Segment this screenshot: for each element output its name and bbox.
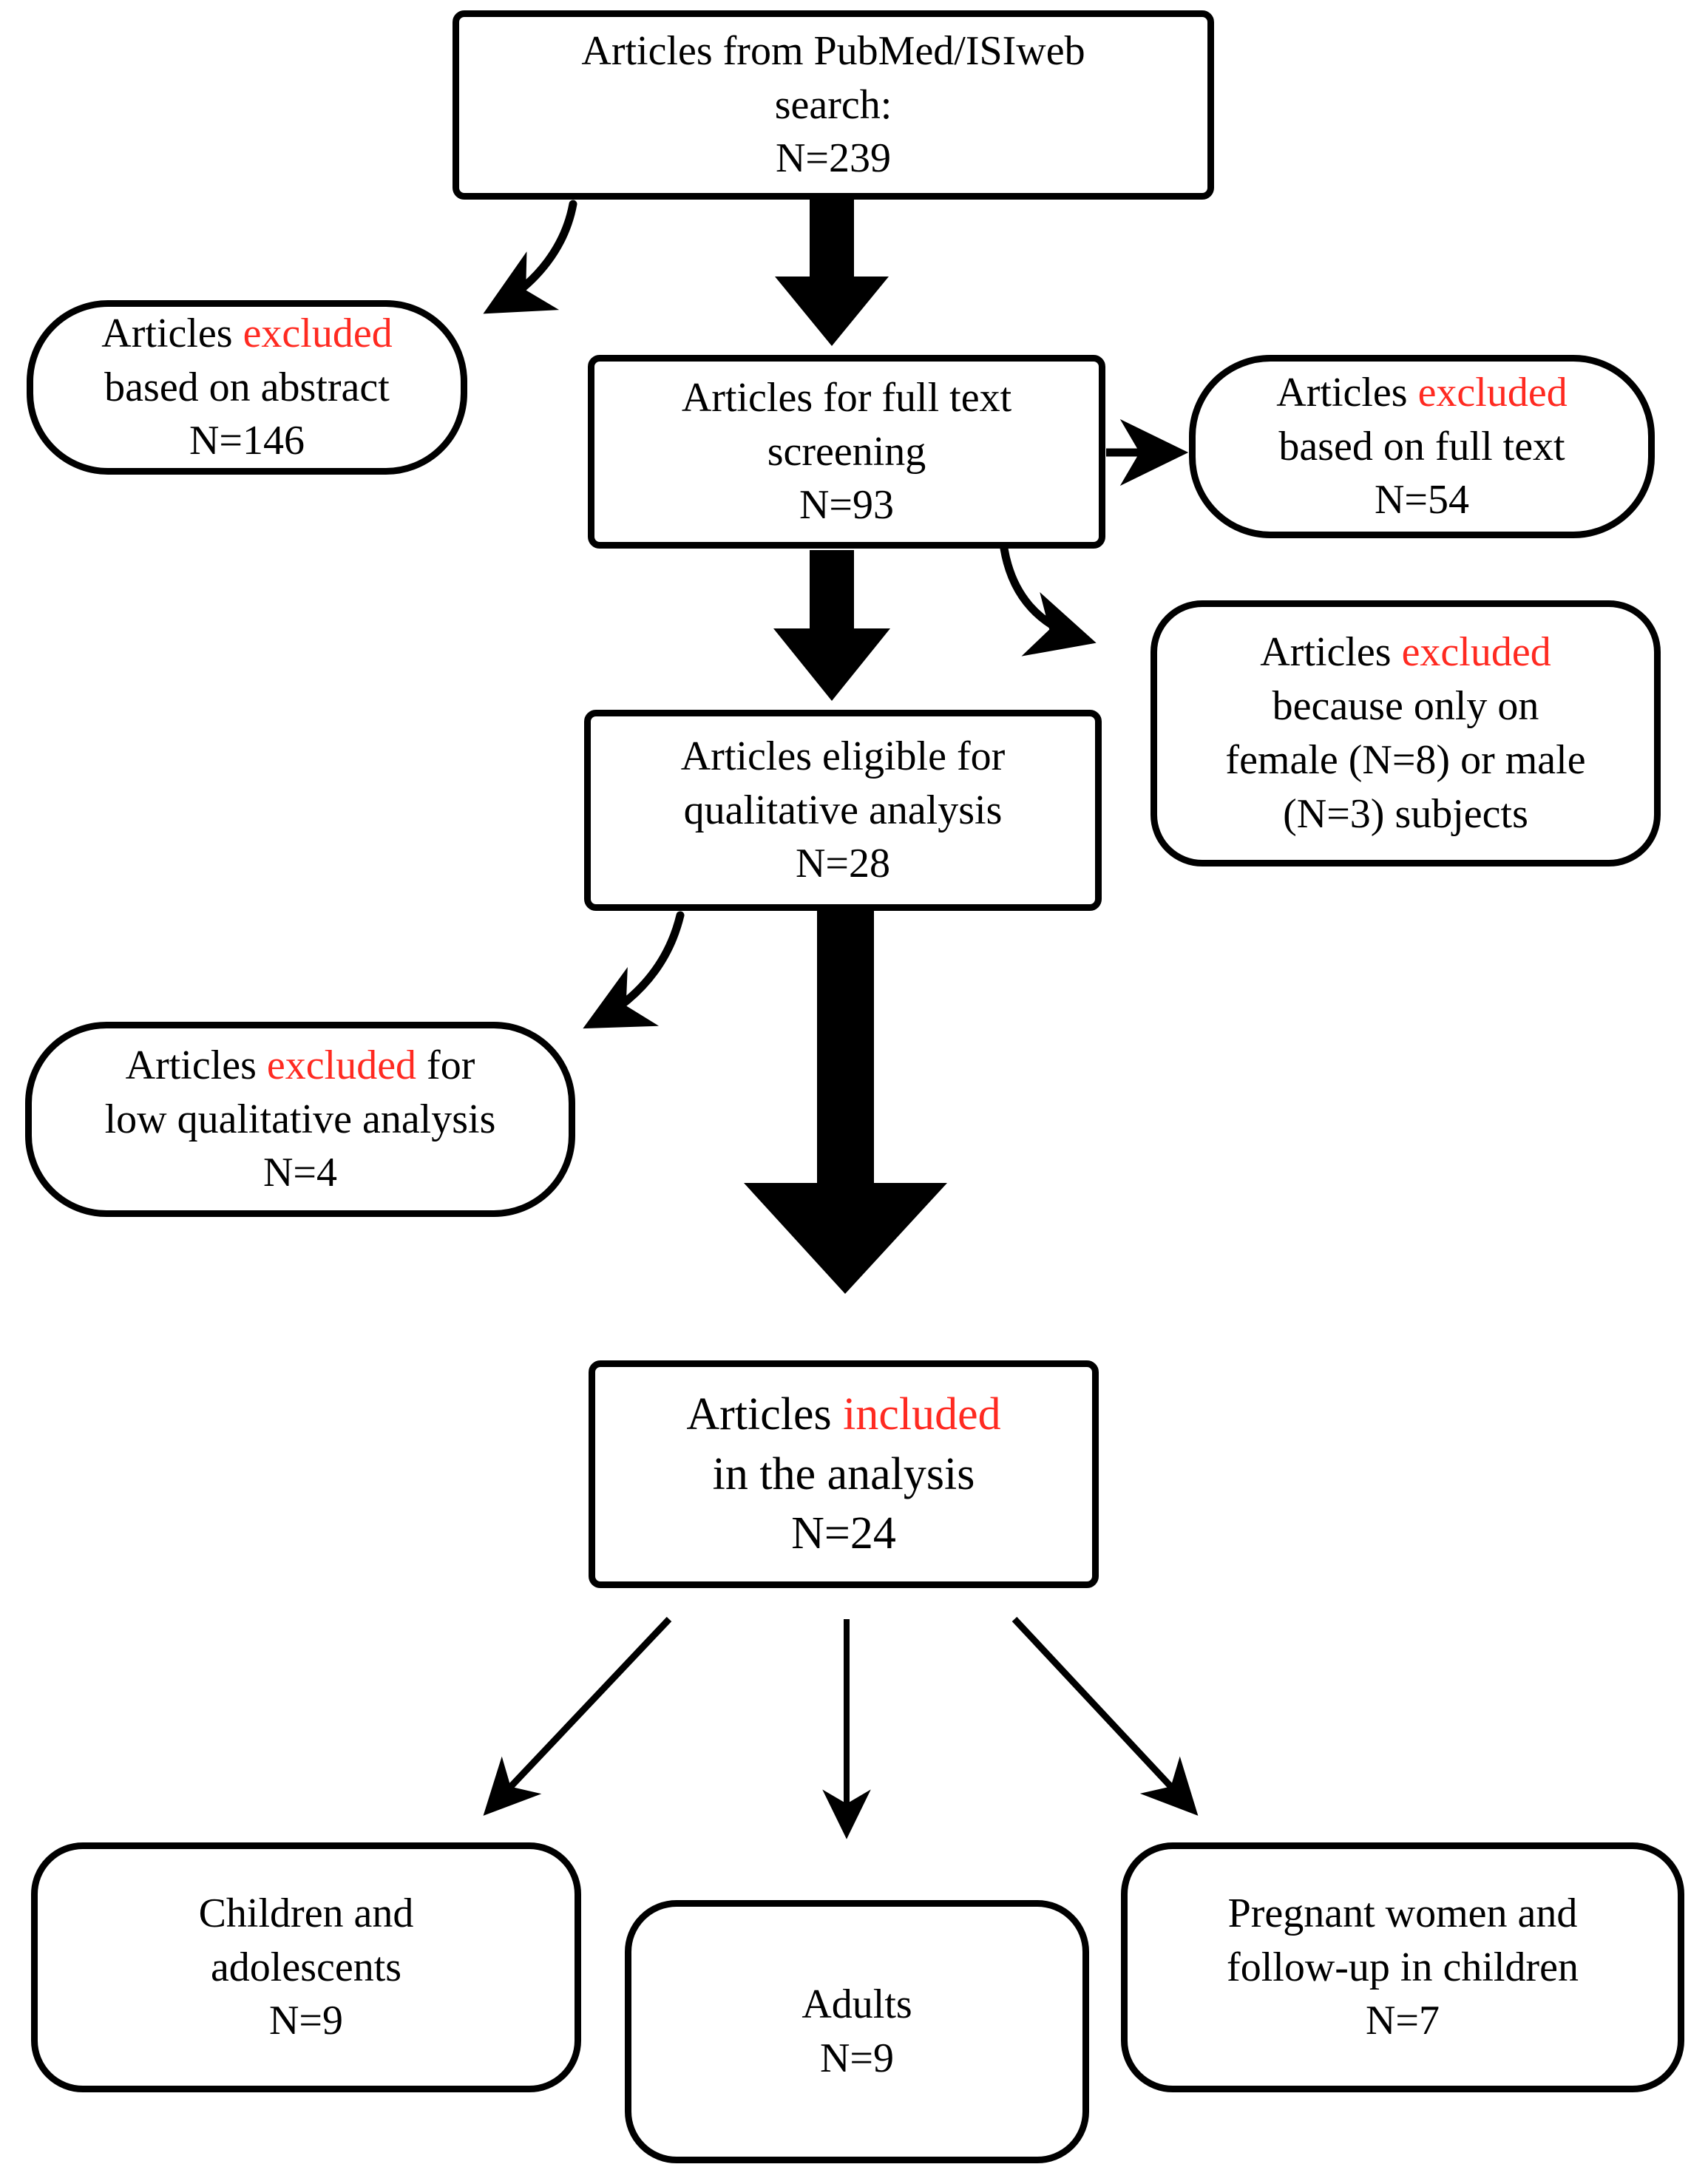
node-pregnant-women-follow-up[interactable]: Pregnant women and follow-up in children… — [1121, 1842, 1684, 2092]
edge-search-to-excluded-abstract — [483, 200, 577, 314]
excluded-keyword: excluded — [1417, 369, 1568, 416]
node-articles-from-search[interactable]: Articles from PubMed/ISIweb search: N=23… — [453, 10, 1214, 200]
included-line-1: Articles included — [686, 1385, 1000, 1445]
pregnant-count: N=7 — [1365, 1998, 1440, 2044]
edge-search-to-fulltext — [775, 198, 889, 346]
children-count: N=9 — [268, 1998, 344, 2044]
edge-fulltext-to-excluded-sex — [1000, 544, 1097, 657]
node-excluded-low-qualitative-analysis[interactable]: Articles excluded for low qualitative an… — [25, 1022, 575, 1217]
pregnant-line-1: Pregnant women and — [1227, 1890, 1578, 1936]
children-line-2: adolescents — [210, 1944, 402, 1990]
excluded-abstract-line-2: based on abstract — [104, 364, 390, 410]
excluded-lowqual-line-2: low qualitative analysis — [104, 1096, 496, 1142]
excluded-keyword: excluded — [266, 1042, 417, 1088]
edge-included-to-pregnant — [1011, 1616, 1199, 1816]
node-adults[interactable]: Adults N=9 — [625, 1900, 1089, 2163]
excluded-sex-prefix: Articles — [1260, 629, 1402, 676]
adults-line-1: Adults — [802, 1981, 912, 2028]
excluded-sex-line-4: (N=3) subjects — [1283, 790, 1528, 837]
excluded-abstract-prefix: Articles — [101, 310, 243, 356]
excluded-lowqual-count: N=4 — [262, 1150, 338, 1196]
node-excluded-based-on-full-text[interactable]: Articles excluded based on full text N=5… — [1189, 355, 1655, 538]
edge-fulltext-to-eligible — [773, 550, 890, 701]
eligible-count: N=28 — [795, 841, 891, 887]
adults-count: N=9 — [819, 2035, 895, 2081]
included-prefix: Articles — [686, 1389, 844, 1440]
excluded-fulltext-line-1: Articles excluded — [1276, 366, 1567, 420]
fulltext-line-2: screening — [767, 428, 926, 475]
excluded-lowqual-prefix: Articles — [125, 1042, 267, 1088]
included-keyword: included — [843, 1389, 1001, 1440]
node-excluded-based-on-abstract[interactable]: Articles excluded based on abstract N=14… — [27, 300, 467, 475]
excluded-keyword: excluded — [1401, 629, 1551, 676]
excluded-fulltext-prefix: Articles — [1276, 369, 1418, 416]
node-children-and-adolescents[interactable]: Children and adolescents N=9 — [31, 1842, 581, 2092]
excluded-sex-line-3: female (N=8) or male — [1225, 737, 1586, 783]
pregnant-line-2: follow-up in children — [1227, 1944, 1579, 1990]
excluded-lowqual-suffix: for — [416, 1042, 475, 1088]
search-line-1: Articles from PubMed/ISIweb — [581, 27, 1085, 74]
edge-eligible-to-included — [744, 911, 947, 1294]
excluded-sex-line-1: Articles excluded — [1260, 625, 1551, 679]
excluded-sex-line-2: because only on — [1272, 683, 1539, 730]
excluded-abstract-count: N=146 — [189, 418, 305, 464]
node-excluded-only-female-or-male[interactable]: Articles excluded because only on female… — [1150, 600, 1661, 867]
eligible-line-1: Articles eligible for — [680, 733, 1006, 779]
excluded-lowqual-line-1: Articles excluded for — [126, 1039, 475, 1093]
excluded-keyword: excluded — [243, 310, 393, 356]
excluded-fulltext-count: N=54 — [1374, 477, 1470, 523]
included-count: N=24 — [791, 1508, 896, 1559]
node-articles-eligible-qualitative[interactable]: Articles eligible for qualitative analys… — [584, 710, 1102, 911]
excluded-abstract-line-1: Articles excluded — [101, 307, 392, 361]
node-articles-for-full-text-screening[interactable]: Articles for full text screening N=93 — [588, 355, 1105, 549]
included-line-2: in the analysis — [712, 1448, 975, 1499]
edge-included-to-children — [483, 1616, 672, 1816]
eligible-line-2: qualitative analysis — [683, 787, 1003, 833]
excluded-fulltext-line-2: based on full text — [1278, 423, 1565, 469]
search-count: N=239 — [775, 135, 892, 182]
children-line-1: Children and — [198, 1890, 414, 1936]
fulltext-count: N=93 — [799, 482, 895, 529]
edge-eligible-to-excluded-low-quality — [583, 911, 685, 1029]
search-line-2: search: — [774, 81, 892, 128]
fulltext-line-1: Articles for full text — [681, 374, 1012, 421]
node-articles-included-in-analysis[interactable]: Articles included in the analysis N=24 — [589, 1360, 1099, 1588]
